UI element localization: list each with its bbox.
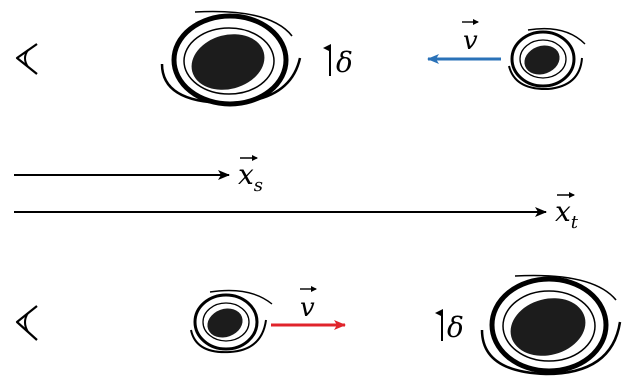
x-t-base: x — [555, 195, 571, 228]
delta-label-top: δ — [336, 46, 353, 79]
x-t-label: xt — [555, 195, 579, 233]
observer-eye-icon-bottom — [15, 305, 38, 341]
delta-label-bottom: δ — [447, 311, 464, 344]
v-label-bottom: v — [300, 293, 315, 323]
spiral-galaxy-icon-source-bottom — [480, 274, 622, 376]
x-t-sub: t — [571, 212, 579, 233]
v-label-top: v — [463, 26, 478, 56]
x-s-base: x — [238, 158, 254, 191]
spiral-galaxy-icon-lens-bottom — [190, 289, 273, 354]
spiral-galaxy-icon-source-top — [508, 27, 586, 91]
x-s-label: xs — [238, 158, 263, 196]
spiral-galaxy-icon-lens-top — [160, 10, 302, 107]
x-s-sub: s — [254, 175, 263, 196]
observer-eye-icon-top — [15, 43, 38, 75]
